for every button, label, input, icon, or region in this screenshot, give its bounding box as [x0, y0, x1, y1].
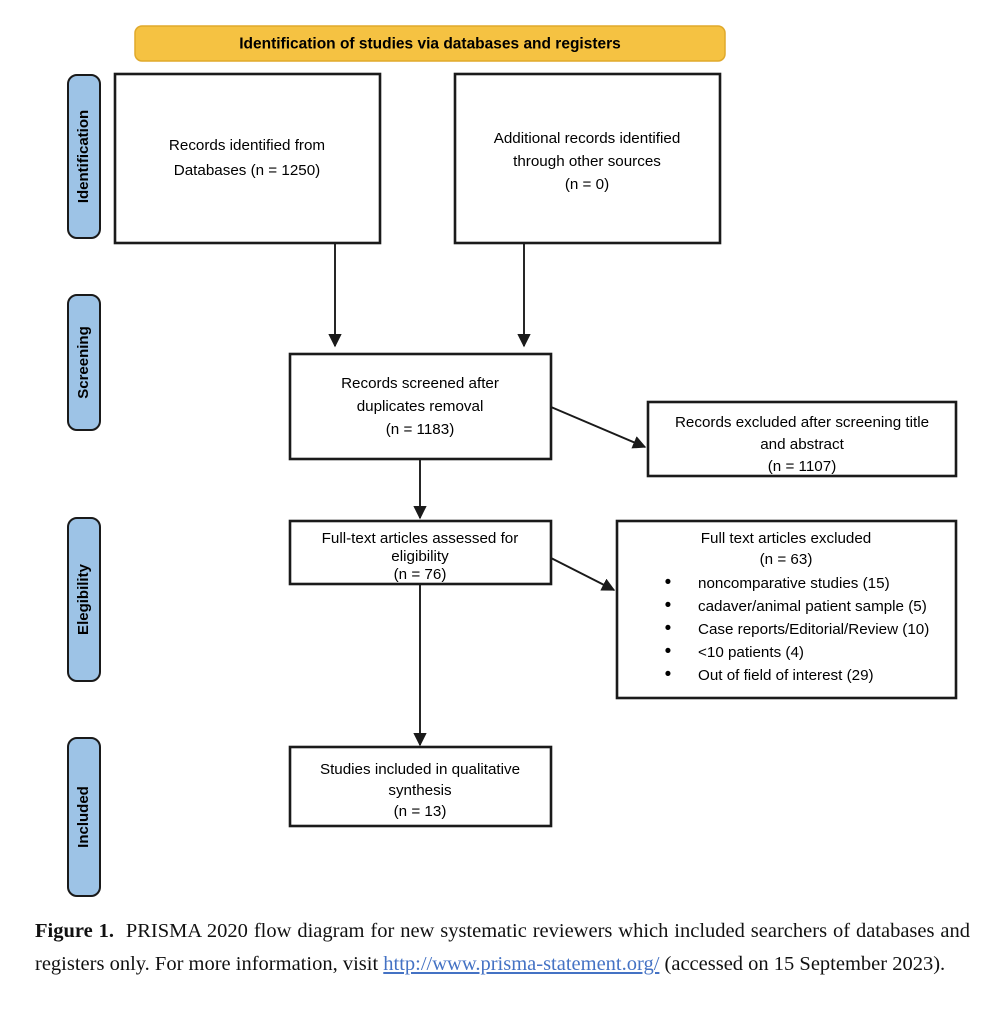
box-text-records-excluded-line-3: (n = 1107): [768, 458, 837, 475]
box-text-records-databases-line-2: Databases (n = 1250): [174, 162, 320, 179]
box-background-studies-included: [288, 745, 553, 828]
box-text-records-screened-line-2: duplicates removal: [357, 398, 484, 415]
identification-banner: Identification of studies via databases …: [134, 25, 726, 62]
banner-background: [134, 25, 726, 62]
pill-background-screening: [67, 294, 101, 431]
box-records-excluded: Records excluded after screening title a…: [646, 400, 958, 478]
box-text-records-databases-line-1: Records identified from: [169, 137, 325, 154]
box-text-fulltext-excluded-header-2: (n = 63): [760, 551, 813, 568]
box-text-records-screened-line-3: (n = 1183): [386, 421, 455, 438]
bullet-marker-icon-2: •: [665, 595, 672, 616]
box-text-other-sources-line-3: (n = 0): [565, 176, 609, 193]
box-text-fulltext-excluded-bullet-3: Case reports/Editorial/Review (10): [698, 621, 929, 638]
box-text-fulltext-excluded-bullet-1: noncomparative studies (15): [698, 575, 890, 592]
connector-screened-to-excluded: [550, 406, 647, 449]
box-text-fulltext-excluded-bullet-5: Out of field of interest (29): [698, 667, 874, 684]
box-fulltext-assessed: Full-text articles assessed for eligibil…: [288, 519, 553, 586]
figure-caption-text-after-link: (accessed on 15 September 2023).: [659, 953, 946, 976]
figure-caption-spacer: [114, 920, 126, 942]
stage-pill-label-eligibility: Elegibility: [75, 563, 92, 635]
box-text-fulltext-assessed-line-2: eligibility: [391, 548, 449, 565]
box-text-studies-included-line-1: Studies included in qualitative: [320, 761, 520, 778]
box-background-records-excluded: [646, 400, 958, 478]
stage-pill-eligibility: Elegibility: [67, 517, 101, 682]
figure-caption: Figure 1. PRISMA 2020 flow diagram for n…: [35, 915, 970, 981]
box-additional-records-other-sources: Additional records identified through ot…: [453, 72, 722, 245]
box-text-fulltext-excluded-bullet-4: <10 patients (4): [698, 644, 804, 661]
stage-pill-screening: Screening: [67, 294, 101, 431]
box-text-other-sources-line-1: Additional records identified: [494, 130, 681, 147]
box-fulltext-excluded: Full text articles excluded (n = 63) • n…: [615, 519, 958, 700]
bullet-marker-icon-1: •: [665, 572, 672, 593]
box-background-records-screened: [288, 352, 553, 461]
box-text-records-screened-line-1: Records screened after: [341, 375, 499, 392]
bullet-marker-icon-4: •: [665, 641, 672, 662]
box-background-fulltext-assessed: [288, 519, 553, 586]
connector-fulltext-to-fulltext-excluded: [550, 557, 616, 591]
box-background-records-databases: [113, 72, 382, 245]
box-text-fulltext-assessed-line-3: (n = 76): [394, 566, 447, 583]
box-background-other-sources: [453, 72, 722, 245]
bullet-marker-icon-5: •: [665, 664, 672, 685]
box-studies-included: Studies included in qualitative synthesi…: [288, 745, 553, 828]
pill-background-included: [67, 737, 101, 897]
stage-pill-label-identification: Identification: [75, 110, 92, 203]
prisma-statement-link[interactable]: http://www.prisma-statement.org/: [383, 953, 660, 976]
pill-background-eligibility: [67, 517, 101, 682]
box-text-fulltext-excluded-bullet-2: cadaver/animal patient sample (5): [698, 598, 927, 615]
figure-caption-label: Figure 1.: [35, 920, 114, 942]
banner-label: Identification of studies via databases …: [239, 36, 621, 53]
stage-pill-identification: Identification: [67, 74, 101, 239]
stage-pill-included: Included: [67, 737, 101, 897]
pill-background-identification: [67, 74, 101, 239]
stage-pill-label-screening: Screening: [75, 326, 92, 399]
stage-pill-label-included: Included: [75, 786, 92, 848]
box-background-fulltext-excluded: [615, 519, 958, 700]
box-text-fulltext-excluded-header-1: Full text articles excluded: [701, 530, 872, 547]
box-text-fulltext-assessed-line-1: Full-text articles assessed for: [322, 530, 519, 547]
box-records-identified-databases: Records identified from Databases (n = 1…: [113, 72, 382, 245]
box-records-screened: Records screened after duplicates remova…: [288, 352, 553, 461]
box-text-records-excluded-line-1: Records excluded after screening title: [675, 414, 929, 431]
box-text-studies-included-line-2: synthesis: [388, 782, 452, 799]
box-text-records-excluded-line-2: and abstract: [760, 436, 844, 453]
box-text-studies-included-line-3: (n = 13): [394, 803, 447, 820]
figure-caption-text-before-link: PRISMA 2020 flow diagram for new systema…: [35, 920, 970, 976]
prisma-flow-diagram: Identification of studies via databases …: [67, 25, 958, 897]
box-text-other-sources-line-2: through other sources: [513, 153, 661, 170]
bullet-marker-icon-3: •: [665, 618, 672, 639]
